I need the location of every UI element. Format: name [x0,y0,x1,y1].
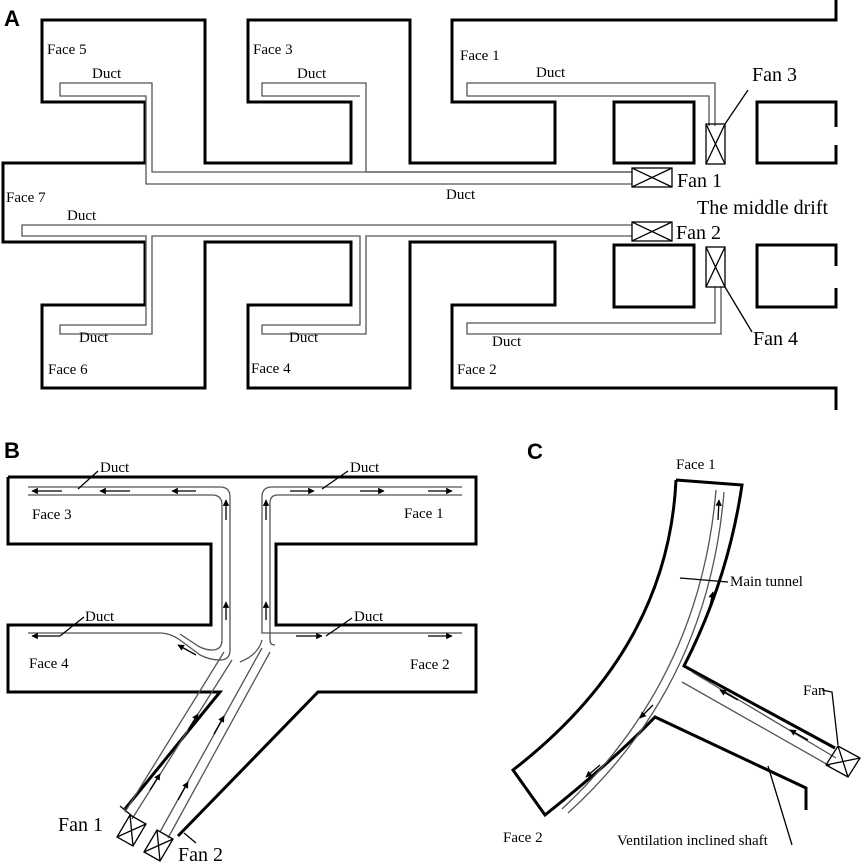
duct-label: Duct [79,330,109,346]
panel-c-ducts [561,489,837,814]
panel-a-fan-4-icon [705,246,726,288]
face-5-label: Face 5 [47,42,87,58]
shaft-label: Ventilation inclined shaft [617,833,769,849]
panel-b-flow-arrows [31,487,453,801]
fan-label: Fan [803,683,826,699]
fan-4-leader [724,286,753,333]
panel-a-fan-3-icon [705,123,726,165]
face-4-label: Face 4 [251,361,291,377]
panel-b-walls [6,475,478,844]
panel-c-letter: C [527,439,543,464]
panel-b-ducts [28,486,462,839]
panel-c: C Face 1 Face 2 Main tunnel F [503,439,861,849]
panel-a-fan-1-icon [631,167,673,188]
face-3-label: Face 3 [253,42,293,58]
panel-b-fan-2-icon [143,829,174,862]
duct-label: Duct [297,66,327,82]
main-tunnel-label: Main tunnel [730,574,803,590]
fan-3-label: Fan 3 [752,64,797,86]
duct-label: Duct [536,65,566,81]
panel-c-fan-icon [825,745,861,778]
panel-a-fan-2-icon [631,221,673,242]
duct-leader [77,470,99,490]
fan-1-label: Fan 1 [677,170,722,192]
face-1-label: Face 1 [460,48,500,64]
duct-leader [325,617,353,637]
panel-b: B [4,438,478,866]
main-tunnel-leader [679,577,729,583]
face-2-label: Face 2 [503,830,543,846]
duct-label: Duct [446,187,476,203]
fan-3-leader [724,89,749,125]
face-4-label: Face 4 [29,656,69,672]
face-1-label: Face 1 [676,457,716,473]
duct-label: Duct [350,460,380,476]
panel-a-walls [1,0,838,410]
duct-label: Duct [85,609,115,625]
panel-a-ducts [21,82,722,335]
fan-4-label: Fan 4 [753,328,798,350]
face-6-label: Face 6 [48,362,88,378]
face-2-label: Face 2 [457,362,497,378]
panel-a-letter: A [4,6,20,31]
duct-label: Duct [67,208,97,224]
duct-leader [321,470,349,490]
fan-leader [821,689,839,746]
middle-drift-label: The middle drift [697,197,829,219]
duct-label: Duct [354,609,384,625]
face-2-label: Face 2 [410,657,450,673]
panel-c-flow-arrows [585,499,809,778]
face-3-label: Face 3 [32,507,72,523]
panel-b-letter: B [4,438,20,463]
duct-label: Duct [100,460,130,476]
fan-1-label: Fan 1 [58,814,103,836]
face-1-label: Face 1 [404,506,444,522]
duct-label: Duct [289,330,319,346]
duct-label: Duct [492,334,522,350]
panel-b-fan-1-icon [116,814,147,847]
duct-leader [59,616,85,637]
duct-label: Duct [92,66,122,82]
panel-a: A [1,0,838,410]
fan-2-label: Fan 2 [178,844,223,866]
shaft-leader [767,765,793,846]
panel-c-walls [510,478,836,818]
fan-2-label: Fan 2 [676,222,721,244]
face-7-label: Face 7 [6,190,46,206]
